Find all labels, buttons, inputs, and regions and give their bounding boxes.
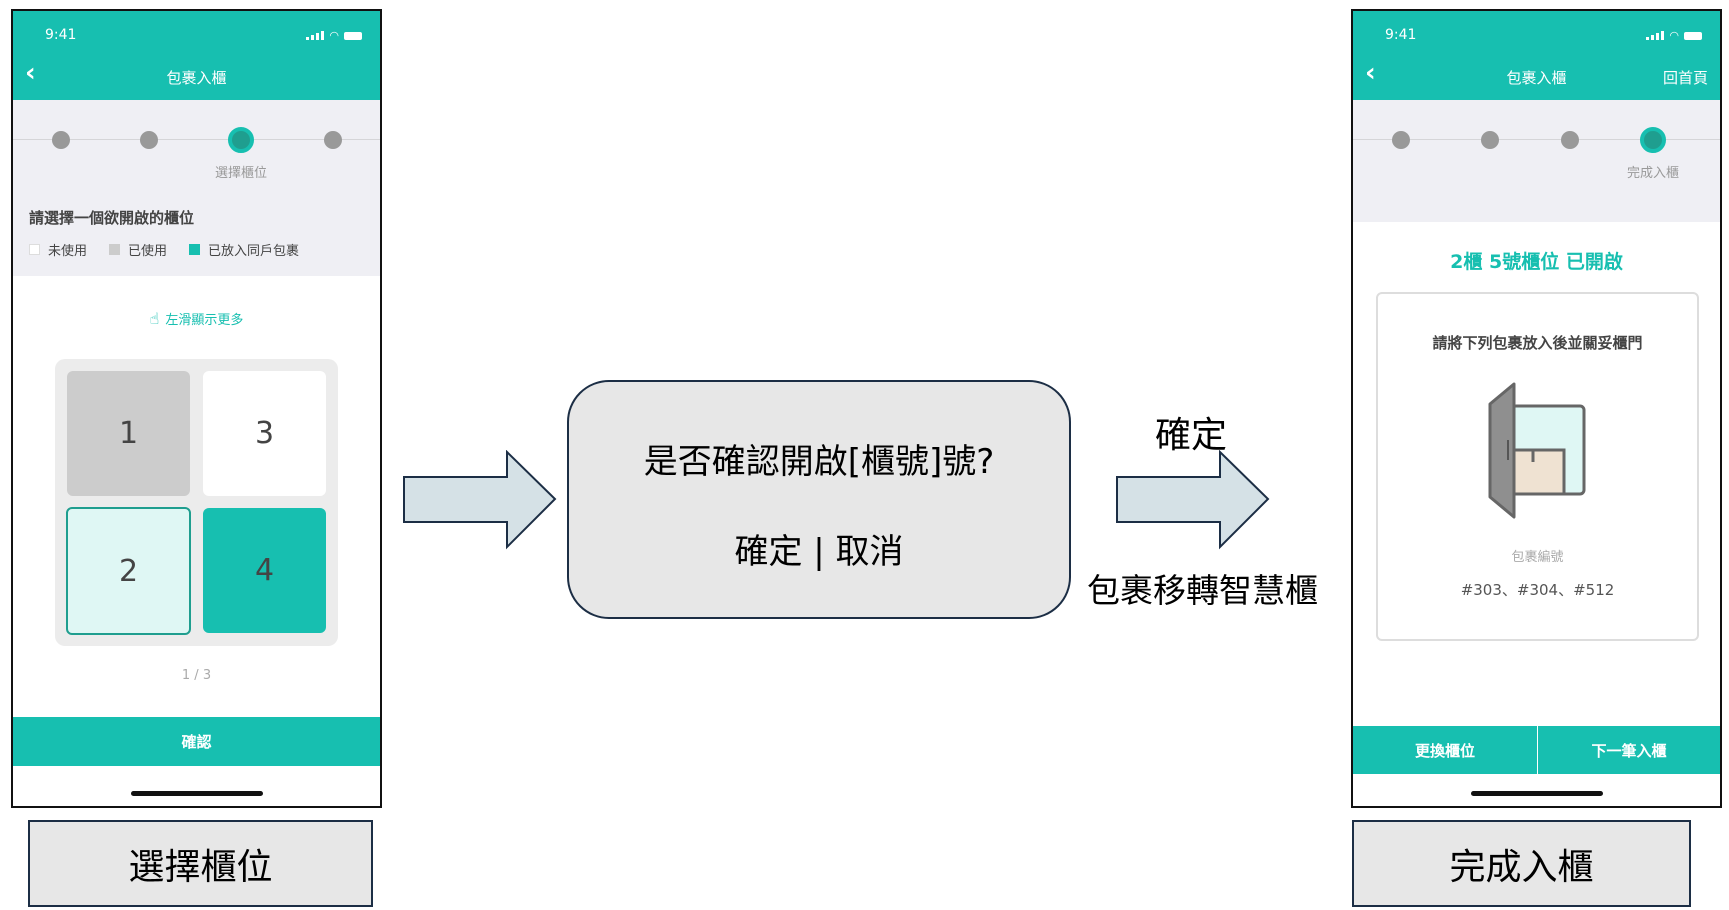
next-deposit-button[interactable]: 下一筆入櫃: [1538, 726, 1720, 774]
page-title: 包裹入櫃: [1506, 69, 1567, 87]
step-dot: [324, 131, 342, 149]
legend-item-same-household: 已放入同戶包裹: [189, 240, 299, 259]
package-numbers: #303、#304、#512: [1460, 581, 1615, 599]
legend-item-used: 已使用: [109, 240, 167, 259]
locker-cell-unused[interactable]: 3: [203, 371, 326, 496]
change-locker-button[interactable]: 更換櫃位: [1353, 726, 1537, 774]
back-chevron-icon[interactable]: ‹: [1365, 58, 1376, 88]
package-label: 包裹編號: [1511, 550, 1564, 565]
dialog-actions[interactable]: 確定 | 取消: [734, 532, 904, 572]
arrow-label-confirm: 確定: [1154, 415, 1227, 456]
signal-icon: [306, 31, 325, 40]
signal-icon: [1646, 31, 1665, 40]
swipe-hint: ☝ 左滑顯示更多: [13, 309, 380, 328]
page-indicator: 1 / 3: [181, 668, 212, 683]
instruction-card: 請將下列包裹放入後並關妥櫃門 包裹編號 #303、#304、#512: [1376, 292, 1699, 641]
flow-arrow-right-icon: [403, 450, 557, 550]
legend-label: 已放入同戶包裹: [208, 244, 300, 259]
page-title: 包裹入櫃: [166, 69, 227, 87]
back-chevron-icon[interactable]: ‹: [25, 58, 36, 88]
wifi-icon: ◠: [329, 29, 339, 42]
status-icons: ◠: [306, 29, 362, 42]
stepper-line: [13, 139, 380, 140]
stepper-line: [1353, 139, 1720, 140]
home-indicator: [130, 791, 263, 796]
step-dot-active: [1640, 127, 1666, 153]
step-dot: [140, 131, 158, 149]
legend: 未使用 已使用 已放入同戶包裹: [29, 240, 299, 259]
caption-select-locker: 選擇櫃位: [28, 820, 373, 907]
progress-section: 完成入櫃: [1353, 100, 1720, 222]
instruction: 請選擇一個欲開啟的櫃位: [29, 209, 195, 227]
opened-message: 2櫃 5號櫃位 已開啟: [1450, 251, 1623, 273]
dialog-question: 是否確認開啟[櫃號]號?: [643, 442, 995, 482]
caption-deposit-complete: 完成入櫃: [1352, 820, 1691, 907]
status-time: 9:41: [1385, 27, 1417, 43]
legend-item-unused: 未使用: [29, 240, 87, 259]
step-dot-active: [228, 127, 254, 153]
legend-label: 未使用: [48, 244, 88, 259]
home-indicator: [1470, 791, 1603, 796]
step-dot: [52, 131, 70, 149]
locker-cell-same-household[interactable]: 4: [203, 508, 326, 633]
phone-select-locker: 9:41 ◠ ‹ 包裹入櫃 選擇櫃位 請選擇一個欲開啟的櫃位 未使用 已使用 已…: [11, 9, 382, 808]
step-dot: [1481, 131, 1499, 149]
locker-open-illustration-icon: [1488, 382, 1586, 519]
step-dot: [1561, 131, 1579, 149]
locker-cell-selected[interactable]: 2: [66, 507, 191, 635]
app-header: 9:41 ◠ ‹ 包裹入櫃 回首頁: [1353, 11, 1720, 100]
confirm-button[interactable]: 確認: [13, 717, 380, 766]
swipe-hint-text: 左滑顯示更多: [165, 313, 244, 328]
battery-icon: [1684, 31, 1702, 40]
legend-label: 已使用: [128, 244, 168, 259]
confirm-dialog: 是否確認開啟[櫃號]號? 確定 | 取消: [567, 380, 1071, 619]
wifi-icon: ◠: [1669, 29, 1679, 42]
arrow-label-transfer: 包裹移轉智慧櫃: [1087, 571, 1318, 610]
step-label: 選擇櫃位: [214, 166, 268, 181]
battery-icon: [344, 31, 362, 40]
flow-arrow-right-icon: [1116, 450, 1270, 550]
locker-grid: 1 3 2 4: [55, 359, 338, 646]
home-link[interactable]: 回首頁: [1662, 69, 1708, 87]
phone-deposit-complete: 9:41 ◠ ‹ 包裹入櫃 回首頁 完成入櫃 2櫃 5號櫃位 已開啟 請將下列包…: [1351, 9, 1722, 808]
locker-cell-used: 1: [67, 371, 190, 496]
card-instruction: 請將下列包裹放入後並關妥櫃門: [1432, 334, 1643, 352]
status-time: 9:41: [45, 27, 77, 43]
step-dot: [1392, 131, 1410, 149]
swipe-hand-icon: ☝: [149, 309, 160, 328]
progress-section: 選擇櫃位 請選擇一個欲開啟的櫃位 未使用 已使用 已放入同戶包裹: [13, 100, 380, 276]
step-label: 完成入櫃: [1626, 166, 1680, 181]
app-header: 9:41 ◠ ‹ 包裹入櫃: [13, 11, 380, 100]
status-icons: ◠: [1646, 29, 1702, 42]
